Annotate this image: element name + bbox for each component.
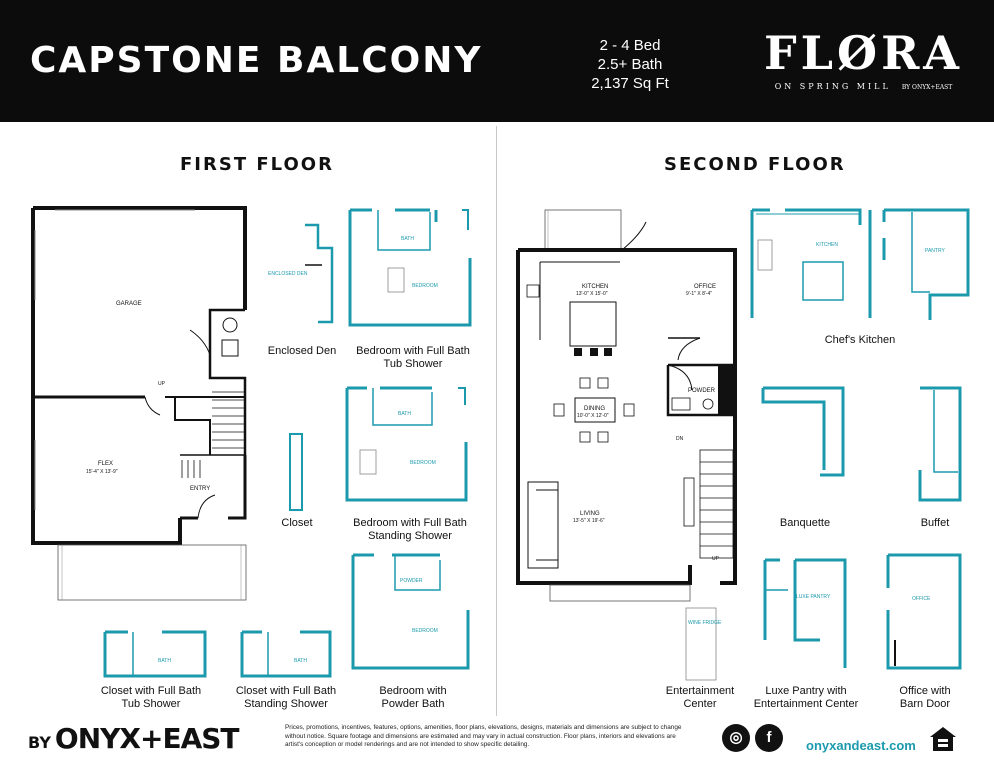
caption-closet-tub: Closet with Full Bath Tub Shower xyxy=(100,685,202,710)
website-link[interactable]: onyxandeast.com xyxy=(806,738,916,753)
label-bath-4: BATH xyxy=(294,658,307,664)
label-luxe-pantry: LUXE PANTRY xyxy=(796,594,831,600)
label-dining-dim: 10'-0" X 12'-0" xyxy=(577,413,609,419)
caption-closet-standing: Closet with Full Bath Standing Shower xyxy=(235,685,337,710)
caption-chefs-kitchen: Chef's Kitchen xyxy=(824,334,896,346)
option-diagrams xyxy=(103,208,970,681)
label-bedroom-2: BEDROOM xyxy=(410,460,436,466)
second-floor-labels: KITCHEN 13'-0" X 15'-0" OFFICE 9'-1" X 8… xyxy=(573,284,720,562)
facebook-icon[interactable]: f xyxy=(755,724,783,752)
caption-bed-powder: Bedroom with Powder Bath xyxy=(379,685,447,710)
caption-enclosed-den: Enclosed Den xyxy=(267,345,337,357)
caption-buffet: Buffet xyxy=(920,517,950,529)
column-divider xyxy=(496,126,497,716)
label-entry: ENTRY xyxy=(190,486,210,492)
caption-luxe-pantry: Luxe Pantry with Entertainment Center xyxy=(753,685,859,710)
flora-logo-sub: ON SPRING MILL BY ONYX+EAST xyxy=(774,82,953,91)
equal-housing-icon xyxy=(930,727,956,751)
caption-bed-full-tub: Bedroom with Full Bath Tub Shower xyxy=(356,345,470,370)
label-wine-fridge: WINE FRIDGE xyxy=(688,620,722,626)
second-floor-title: SECOND FLOOR xyxy=(664,154,846,175)
label-bedroom-3: BEDROOM xyxy=(412,628,438,634)
label-enclosed-den: ENCLOSED DEN xyxy=(268,271,308,277)
label-bath-2: BATH xyxy=(398,411,411,417)
label-office-dim: 9'-1" X 8'-4" xyxy=(686,291,712,297)
label-bedroom-1: BEDROOM xyxy=(412,283,438,289)
label-dn: DN xyxy=(676,436,684,442)
label-kitchen-opt: KITCHEN xyxy=(816,242,838,248)
second-floor-plan xyxy=(516,209,737,602)
label-powder-opt: POWDER xyxy=(400,578,423,584)
flora-logo: FLØRA ON SPRING MILL BY ONYX+EAST xyxy=(756,30,971,91)
header-bar: CAPSTONE BALCONY 2 - 4 Bed 2.5+ Bath 2,1… xyxy=(0,0,994,122)
option-diagram-labels: ENCLOSED DEN BATH BEDROOM BATH BEDROOM P… xyxy=(158,236,945,664)
label-powder: POWDER xyxy=(688,388,716,394)
flora-logo-word: FLØRA xyxy=(764,26,963,80)
label-office-opt: OFFICE xyxy=(912,596,931,602)
label-dining: DINING xyxy=(584,406,605,412)
spec-sqft: 2,137 Sq Ft xyxy=(591,75,669,92)
spec-beds: 2 - 4 Bed xyxy=(599,37,661,54)
label-kitchen-dim: 13'-0" X 15'-0" xyxy=(576,291,608,297)
first-floor-plan xyxy=(31,206,247,601)
first-floor-labels: GARAGE FLEX 15'-4" X 13'-9" ENTRY UP xyxy=(86,301,210,492)
label-living-dim: 13'-5" X 19'-6" xyxy=(573,518,605,524)
label-garage: GARAGE xyxy=(116,301,142,307)
plan-specs: 2 - 4 Bed 2.5+ Bath 2,137 Sq Ft xyxy=(560,36,700,93)
caption-entertainment: Entertainment Center xyxy=(665,685,735,710)
plan-title: CAPSTONE BALCONY xyxy=(30,40,483,81)
label-living: LIVING xyxy=(580,511,600,517)
spec-baths: 2.5+ Bath xyxy=(597,56,663,73)
caption-bed-full-standing: Bedroom with Full Bath Standing Shower xyxy=(353,517,467,542)
label-office: OFFICE xyxy=(694,284,716,290)
legal-disclaimer: Prices, promotions, incentives, features… xyxy=(285,724,682,748)
label-up: UP xyxy=(158,381,166,387)
label-bath-3: BATH xyxy=(158,658,171,664)
label-kitchen: KITCHEN xyxy=(582,284,608,290)
caption-office-barn: Office with Barn Door xyxy=(899,685,951,710)
label-bath-1: BATH xyxy=(401,236,414,242)
instagram-icon[interactable]: ◎ xyxy=(722,724,750,752)
caption-banquette: Banquette xyxy=(779,517,831,529)
label-flex: FLEX xyxy=(98,461,113,467)
label-pantry: PANTRY xyxy=(925,248,945,254)
label-flex-dim: 15'-4" X 13'-9" xyxy=(86,469,118,475)
label-up-2: UP xyxy=(712,556,720,562)
first-floor-title: FIRST FLOOR xyxy=(180,154,334,175)
caption-closet: Closet xyxy=(281,517,313,529)
